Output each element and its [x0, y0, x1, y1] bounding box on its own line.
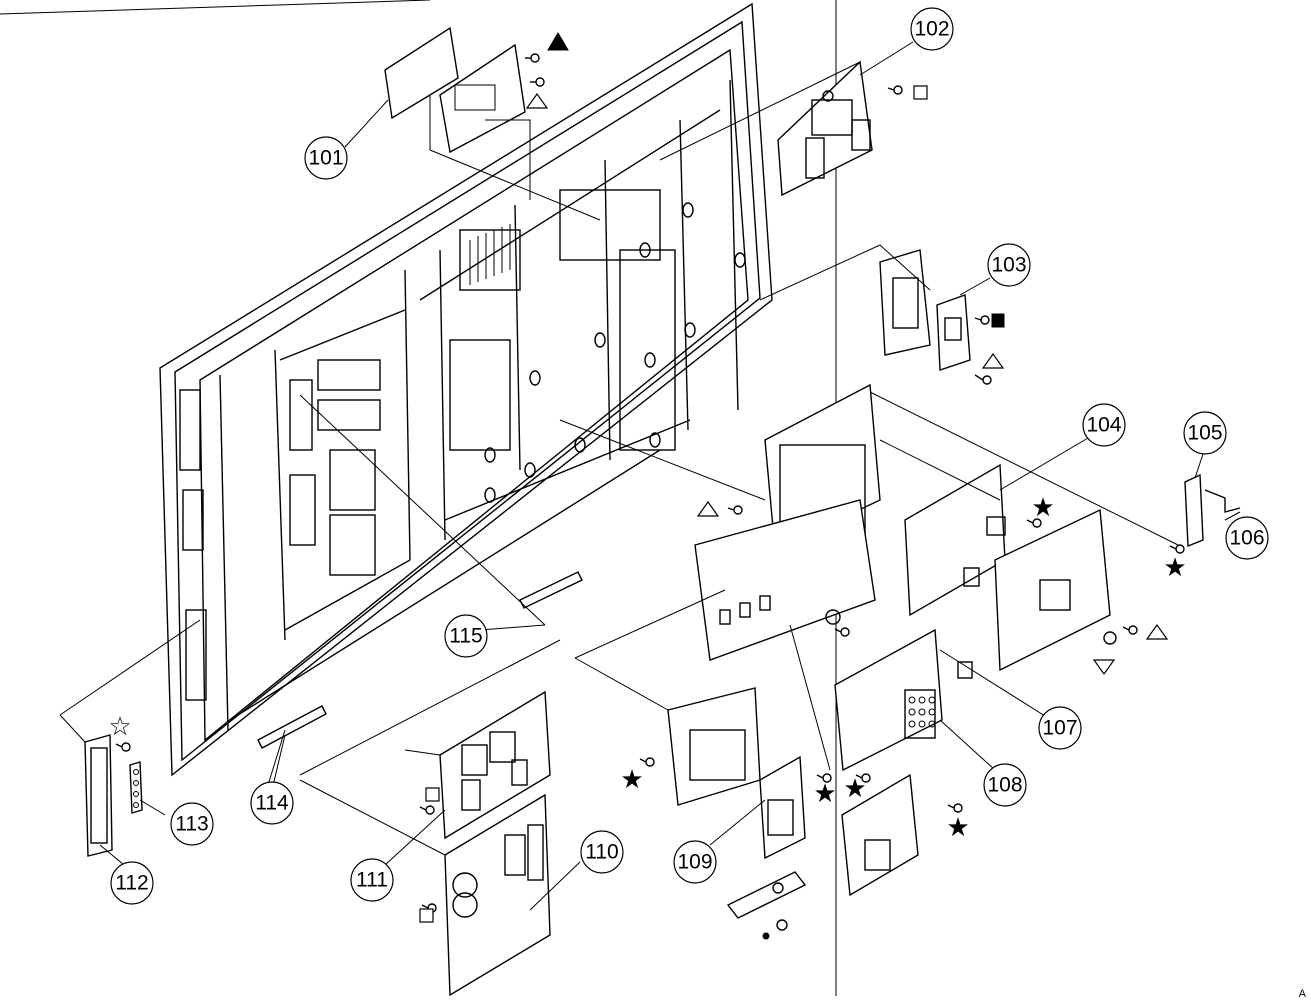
callout-label: 104: [1086, 414, 1121, 437]
screws: [115, 53, 1185, 913]
callout-113: 113: [170, 802, 214, 846]
callout-label: 113: [175, 813, 208, 836]
board-101: [384, 26, 601, 221]
callout-label: 102: [914, 18, 949, 41]
callout-111: 111: [350, 858, 394, 902]
symbols: ★ ★ ★ ★ ★ ★ ☆: [108, 32, 1187, 923]
board-108: [789, 624, 973, 897]
filled-square-symbol: [991, 313, 1005, 328]
tray-109: [574, 589, 807, 940]
corner-text: A: [1298, 988, 1307, 1000]
shield-cage: [559, 383, 1179, 661]
filled-triangle-symbol: [547, 32, 569, 51]
filled-star-symbol: ★: [1031, 493, 1054, 523]
callout-label: 107: [1042, 717, 1077, 740]
callout-label: 114: [255, 792, 289, 815]
callout-115: 115: [444, 614, 488, 658]
filled-star-symbol: ★: [813, 779, 836, 809]
board-104: [879, 439, 1111, 672]
callout-101: 101: [304, 136, 348, 180]
callout-107: 107: [1038, 706, 1082, 750]
outline-square-symbol: [425, 787, 440, 802]
outline-square-symbol: [419, 908, 434, 923]
callout-102: 102: [910, 7, 954, 51]
board-111: [404, 690, 551, 840]
callout-label: 106: [1229, 527, 1264, 550]
inverted-triangle-symbol: [1092, 659, 1116, 676]
outline-triangle-symbol: [696, 500, 720, 517]
callout-label: 108: [987, 774, 1022, 797]
callout-label: 109: [677, 851, 712, 874]
bar-114: [257, 639, 561, 786]
outline-triangle-symbol: [1145, 623, 1169, 640]
callout-106: 106: [1225, 516, 1269, 560]
tv-rear-chassis: [159, 2, 773, 777]
filled-star-symbol: ★: [843, 774, 866, 804]
outline-square-symbol: [913, 85, 928, 100]
button-panel-112: [59, 619, 201, 857]
filled-star-symbol: ★: [620, 765, 643, 795]
callout-label: 115: [449, 625, 482, 648]
callout-105: 105: [1183, 411, 1227, 455]
outline-triangle-symbol: [981, 352, 1005, 369]
callout-112: 112: [110, 861, 154, 905]
board-110: [299, 779, 551, 996]
callout-114: 114: [250, 781, 294, 825]
outline-star-symbol: ☆: [108, 712, 131, 742]
filled-star-symbol: ★: [946, 813, 969, 843]
callout-109: 109: [673, 840, 717, 884]
callout-103: 103: [987, 243, 1031, 287]
bracket-103: [759, 244, 971, 371]
bar-115: [299, 394, 583, 631]
callout-104: 104: [1082, 403, 1126, 447]
filled-star-symbol: ★: [1163, 553, 1186, 583]
power-board-102: [659, 60, 873, 197]
callout-label: 110: [585, 841, 618, 864]
callout-label: 105: [1187, 422, 1222, 445]
outline-triangle-symbol: [525, 92, 549, 109]
callout-label: 101: [308, 147, 343, 170]
callout-108: 108: [983, 763, 1027, 807]
callout-110: 110: [580, 830, 624, 874]
top-margin-line: [0, 0, 431, 15]
callout-label: 111: [356, 869, 388, 892]
callout-label: 112: [115, 872, 148, 895]
callout-label: 103: [991, 254, 1026, 277]
